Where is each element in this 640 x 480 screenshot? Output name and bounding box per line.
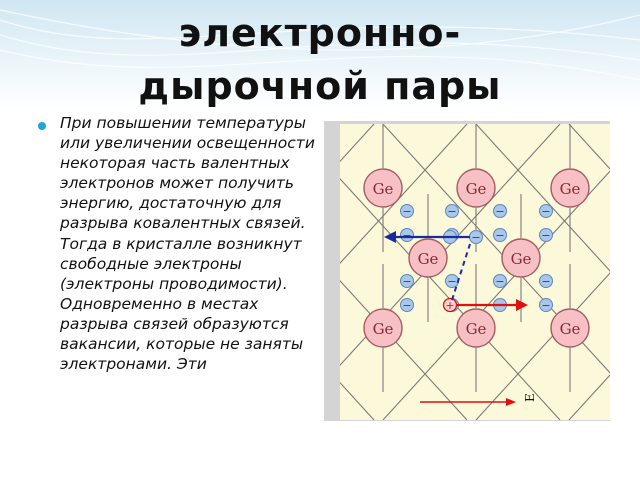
- ge-atom-label: Ge: [418, 250, 439, 268]
- electron-mark: [539, 274, 553, 288]
- ge-atom: [408, 238, 448, 278]
- electron-mark: [493, 204, 507, 218]
- slide-title-line-2: дырочной пары: [138, 64, 502, 108]
- electron-label: −: [541, 275, 550, 288]
- slide-title-line-1: электронно-: [178, 11, 462, 55]
- bullet-text: При повышении температуры или увеличении…: [60, 114, 315, 374]
- ge-atom-label: Ge: [560, 180, 581, 198]
- electron-label: −: [402, 275, 411, 288]
- ge-atom: [363, 168, 403, 208]
- decorative-wave-lines: [0, 9, 640, 81]
- bond-line: [103, 123, 375, 421]
- hole-drift-arrowhead: [516, 299, 528, 311]
- electron-mark: [493, 274, 507, 288]
- bullet-icon: [38, 122, 46, 130]
- electron-label: −: [402, 299, 411, 312]
- electron-mark: [400, 228, 414, 242]
- ge-atom: [363, 308, 403, 348]
- electron-label: −: [541, 299, 550, 312]
- bond-line: [568, 341, 640, 421]
- ge-atom-label: Ge: [466, 320, 487, 338]
- field-arrowhead: [506, 398, 516, 406]
- electron-label: −: [402, 205, 411, 218]
- electron-label: −: [495, 205, 504, 218]
- electron-mark: [539, 298, 553, 312]
- electron-label: −: [495, 229, 504, 242]
- electron-mark: [400, 298, 414, 312]
- electron-label: −: [471, 231, 480, 244]
- ge-atom-label: Ge: [466, 180, 487, 198]
- ge-atom-label: Ge: [373, 320, 394, 338]
- electron-label: −: [495, 275, 504, 288]
- electron-label: −: [541, 205, 550, 218]
- ge-atom: [501, 238, 541, 278]
- electron-label: −: [447, 205, 456, 218]
- electron-label: −: [402, 229, 411, 242]
- ge-atom: [456, 168, 496, 208]
- electron-label: −: [541, 229, 550, 242]
- ge-atom: [550, 308, 590, 348]
- ge-atom-label: Ge: [560, 320, 581, 338]
- ge-atom: [456, 308, 496, 348]
- electron-mark: [445, 204, 459, 218]
- electron-mark: [539, 228, 553, 242]
- electron-mark: [400, 274, 414, 288]
- bond-line: [196, 123, 468, 421]
- electron-mark: [400, 204, 414, 218]
- ge-atom-label: Ge: [511, 250, 532, 268]
- bond-line: [103, 123, 375, 421]
- electron-mark: [493, 228, 507, 242]
- ge-atom: [550, 168, 590, 208]
- title-background: [0, 0, 640, 110]
- bond-line: [568, 123, 640, 203]
- free-electron-arrowhead: [384, 231, 396, 243]
- electron-label: −: [447, 275, 456, 288]
- field-label: E: [523, 393, 537, 402]
- hole-label: +: [445, 299, 454, 312]
- ge-atom-label: Ge: [373, 180, 394, 198]
- bond-line: [475, 123, 640, 305]
- electron-mark: [539, 204, 553, 218]
- bond-line: [475, 239, 640, 421]
- electron-jump-dashed: [451, 243, 471, 301]
- bond-line: [196, 123, 468, 421]
